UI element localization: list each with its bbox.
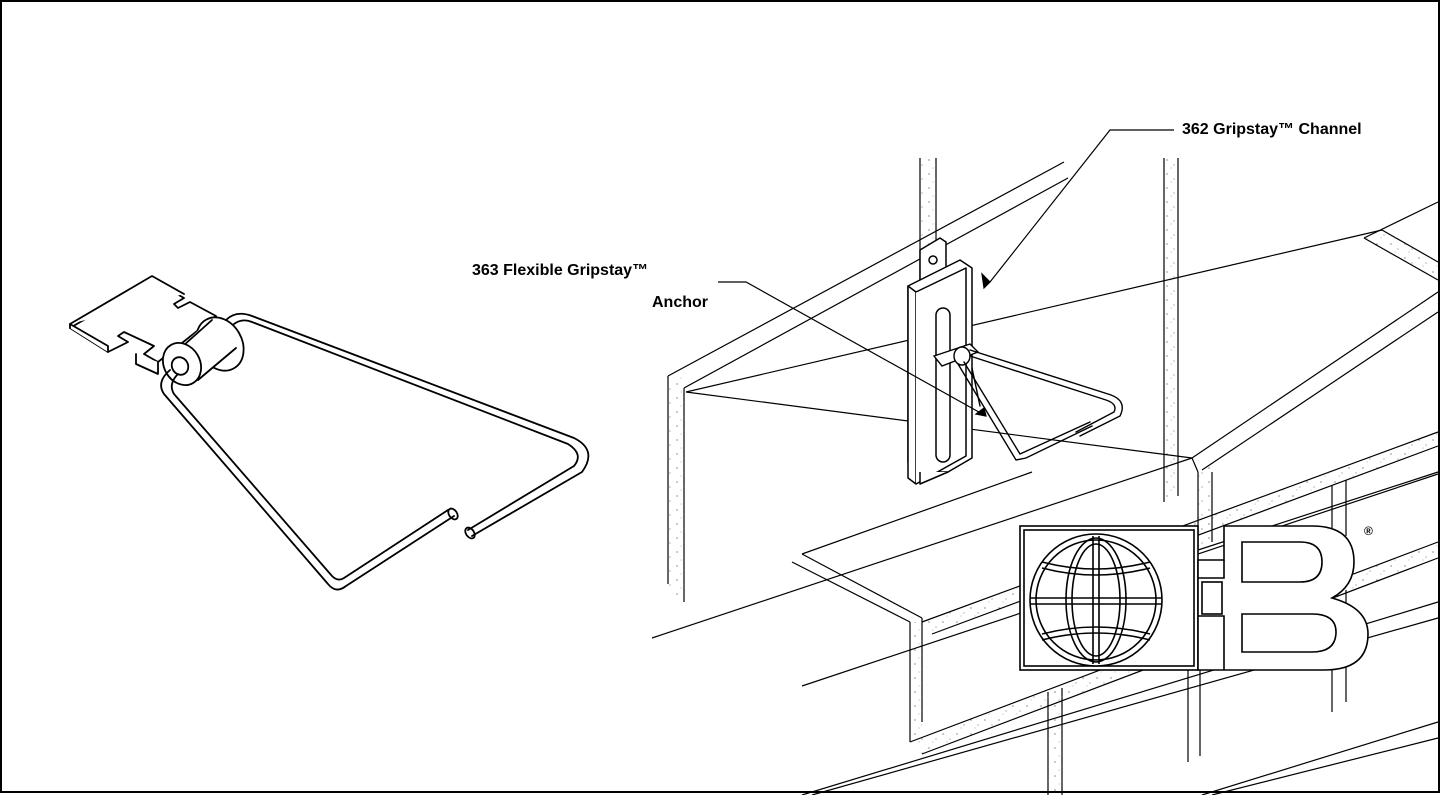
brick-wall xyxy=(651,158,1439,795)
registered-mark: ® xyxy=(1364,524,1373,538)
leader-lines xyxy=(718,129,1174,417)
anchor-barrel xyxy=(162,316,245,386)
anchor-wire xyxy=(160,312,590,591)
anchor-label-line1: 363 Flexible Gripstay™ xyxy=(472,262,649,279)
anchor-label-line2: Anchor xyxy=(652,294,708,311)
channel-label: 362 Gripstay™ Channel xyxy=(1182,121,1362,138)
anchor-plate xyxy=(69,275,217,375)
mounted-anchor xyxy=(932,343,1123,461)
hb-logo xyxy=(1019,525,1369,671)
gripstay-channel xyxy=(907,237,973,485)
standalone-anchor xyxy=(69,275,590,591)
